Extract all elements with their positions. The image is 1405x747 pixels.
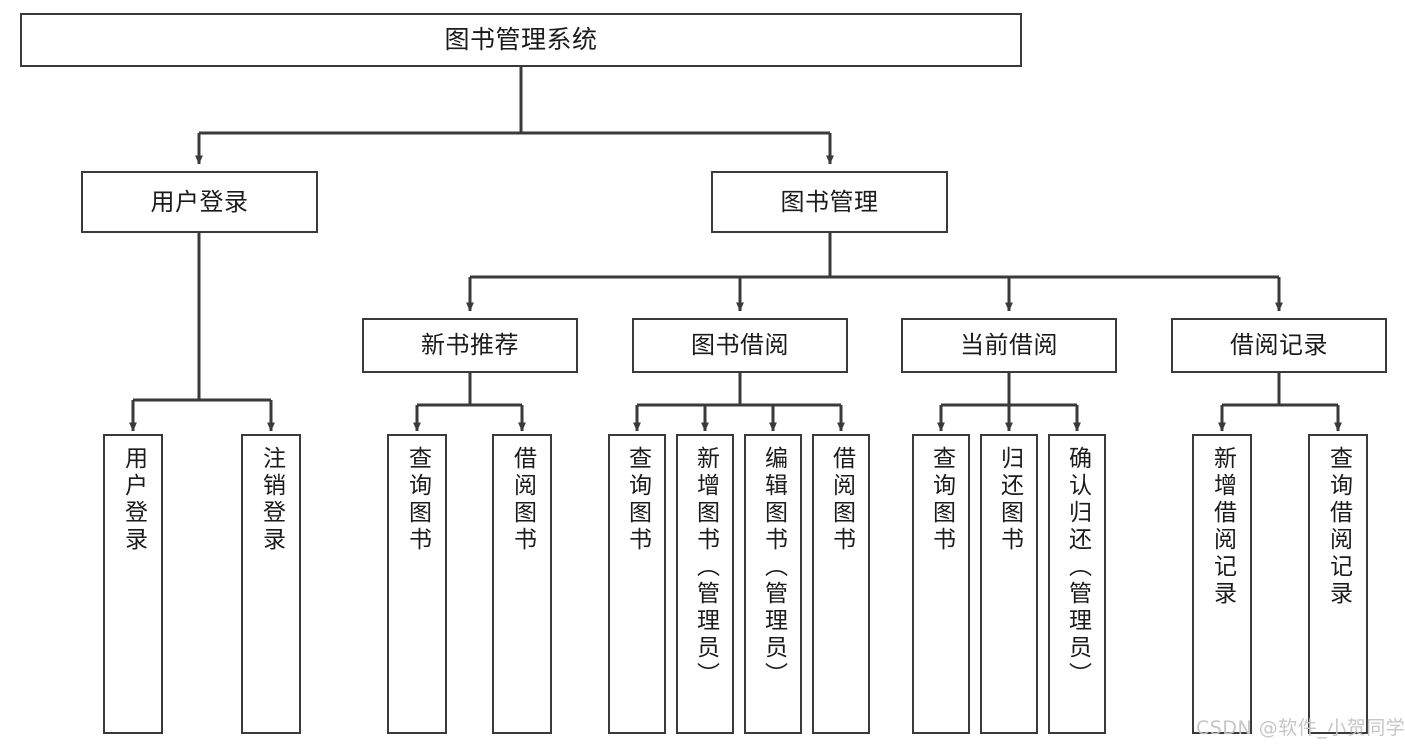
leaf-query-book-borrow[interactable]: 查询图书 [608,434,666,734]
node-borrow-record[interactable]: 借阅记录 [1171,318,1387,373]
node-book-management[interactable]: 图书管理 [711,171,948,233]
node-label: 图书管理系统 [444,25,598,55]
node-user-login[interactable]: 用户登录 [81,171,318,233]
node-label: 查询图书 [624,446,651,554]
node-label: 图书管理 [780,187,879,216]
node-label: 查询图书 [928,446,955,554]
leaf-return-book[interactable]: 归还图书 [980,434,1038,734]
node-label: 查询图书 [404,446,431,554]
leaf-query-book-newbook[interactable]: 查询图书 [387,434,447,734]
node-label: 新增借阅记录 [1209,446,1236,608]
leaf-add-borrow-record[interactable]: 新增借阅记录 [1192,434,1252,734]
node-label: 确认归还（管理员） [1064,446,1091,689]
leaf-edit-book-admin[interactable]: 编辑图书（管理员） [744,434,802,734]
node-root-book-management-system[interactable]: 图书管理系统 [20,13,1022,67]
leaf-borrow-book[interactable]: 借阅图书 [812,434,870,734]
leaf-confirm-return-admin[interactable]: 确认归还（管理员） [1048,434,1106,734]
leaf-user-login[interactable]: 用户登录 [103,434,163,734]
node-label: 新增图书（管理员） [692,446,719,689]
node-label: 查询借阅记录 [1325,446,1352,608]
leaf-add-book-admin[interactable]: 新增图书（管理员） [676,434,734,734]
node-label: 借阅图书 [509,446,536,554]
node-label: 归还图书 [996,446,1023,554]
node-label: 当前借阅 [960,331,1058,360]
leaf-borrow-book-newbook[interactable]: 借阅图书 [492,434,552,734]
leaf-query-borrow-record[interactable]: 查询借阅记录 [1308,434,1368,734]
node-label: 用户登录 [150,187,249,216]
node-label: 新书推荐 [421,331,519,360]
node-label: 用户登录 [120,446,147,554]
node-label: 图书借阅 [691,331,789,360]
node-label: 借阅记录 [1230,331,1328,360]
node-label: 注销登录 [258,446,285,554]
node-current-borrow[interactable]: 当前借阅 [901,318,1117,373]
leaf-logout[interactable]: 注销登录 [241,434,301,734]
watermark: CSDN @软件_小贺同学 [1196,717,1405,739]
node-new-book-recommend[interactable]: 新书推荐 [362,318,578,373]
leaf-query-book-current[interactable]: 查询图书 [912,434,970,734]
node-book-borrow[interactable]: 图书借阅 [632,318,848,373]
node-label: 借阅图书 [828,446,855,554]
node-label: 编辑图书（管理员） [760,446,787,689]
